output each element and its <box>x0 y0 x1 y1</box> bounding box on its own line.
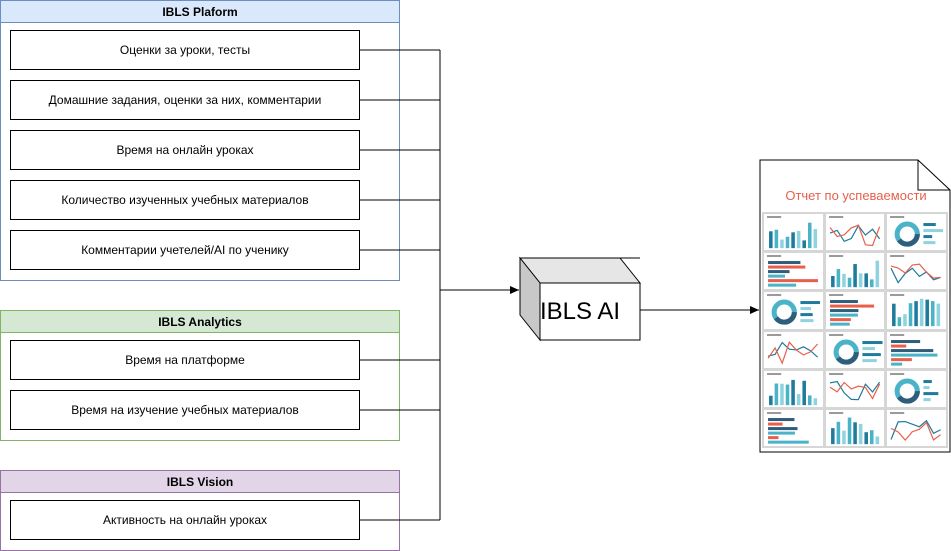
group-title: IBLS Analytics <box>1 311 399 333</box>
source-item: Время на изучение учебных материалов <box>10 390 360 430</box>
source-item: Время на платформе <box>10 340 360 380</box>
group-ibls-platform: IBLS Plaform <box>0 0 400 281</box>
source-item: Оценки за уроки, тесты <box>10 30 360 70</box>
ibls-ai-cube <box>518 256 642 342</box>
source-item: Комментарии учетелей/AI по ученику <box>10 230 360 270</box>
chart-thumbnail <box>887 409 946 446</box>
chart-thumbnail <box>825 292 885 329</box>
chart-thumbnail <box>764 214 823 251</box>
chart-thumbnail <box>764 370 823 407</box>
report-thumbnails <box>762 212 948 448</box>
source-item: Количество изученных учебных материалов <box>10 180 360 220</box>
group-ibls-vision: IBLS Vision <box>0 470 400 551</box>
chart-thumbnail <box>825 331 885 368</box>
chart-thumbnail <box>764 409 823 446</box>
chart-thumbnail <box>825 409 885 446</box>
ai-label: IBLS AI <box>539 297 621 325</box>
chart-thumbnail <box>887 253 946 290</box>
source-item: Домашние задания, оценки за них, коммент… <box>10 80 360 120</box>
source-item: Время на онлайн уроках <box>10 130 360 170</box>
chart-thumbnail <box>825 214 885 251</box>
connector-lines <box>360 49 759 521</box>
chart-thumbnail <box>764 292 823 329</box>
source-item: Активность на онлайн уроках <box>10 500 360 540</box>
chart-thumbnail <box>764 253 823 290</box>
group-ibls-analytics: IBLS Analytics <box>0 310 400 441</box>
chart-thumbnail <box>764 331 823 368</box>
chart-thumbnail <box>887 214 946 251</box>
group-title: IBLS Vision <box>1 471 399 493</box>
chart-thumbnail <box>825 370 885 407</box>
chart-thumbnail <box>887 292 946 329</box>
chart-thumbnail <box>887 370 946 407</box>
chart-thumbnail <box>887 331 946 368</box>
chart-thumbnail <box>825 253 885 290</box>
report-title: Отчет по успеваемости <box>785 188 927 203</box>
group-title: IBLS Plaform <box>1 1 399 23</box>
